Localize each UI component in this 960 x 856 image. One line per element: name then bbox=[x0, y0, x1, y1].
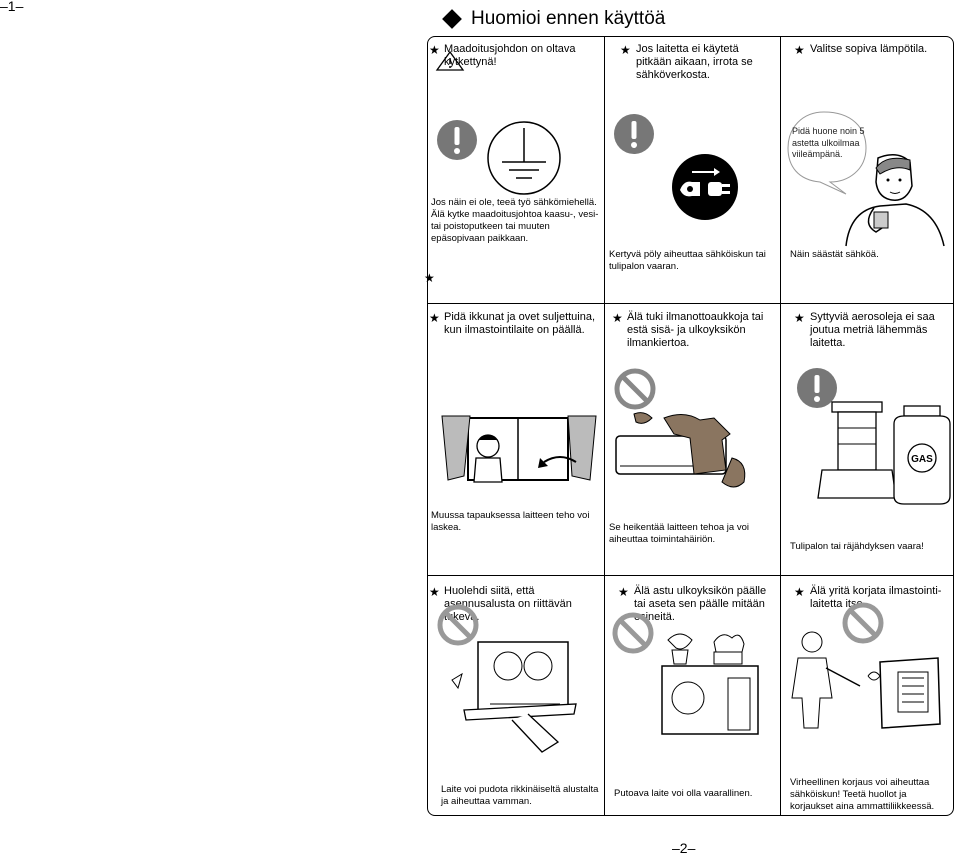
safety-grid bbox=[427, 36, 954, 816]
exclamation-circle-icon bbox=[614, 114, 654, 154]
panel-4-caption: Muussa tapauksessa laitteen teho voi las… bbox=[431, 510, 590, 533]
grid-divider-h1 bbox=[427, 303, 954, 304]
panel-6-heading: Syttyviä aerosoleja ei saa joutua metriä… bbox=[810, 311, 935, 349]
panel-8-heading: Älä astu ulkoyksikön päälle tai aseta se… bbox=[634, 585, 767, 623]
objects-on-outdoor-unit-illustration bbox=[661, 633, 759, 735]
person-illustration bbox=[845, 154, 945, 247]
star-icon: ★ bbox=[429, 585, 440, 599]
broken-stand-illustration bbox=[451, 641, 577, 753]
warning-triangle-icon bbox=[435, 50, 465, 71]
star-icon: ★ bbox=[429, 43, 440, 57]
panel-1-heading: Maadoitusjohdon on oltava kytkettynä! bbox=[444, 43, 576, 68]
star-icon: ★ bbox=[794, 585, 805, 599]
grid-divider-h2 bbox=[427, 575, 954, 576]
page-number-top: –1– bbox=[0, 0, 24, 14]
unplug-icon bbox=[672, 154, 738, 220]
star-icon: ★ bbox=[612, 311, 623, 325]
panel-8-caption: Putoava laite voi olla vaarallinen. bbox=[614, 788, 753, 799]
panel-2-heading: Jos laitetta ei käytetä pitkään aikaan, … bbox=[636, 43, 753, 81]
star-icon: ★ bbox=[424, 271, 435, 285]
panel-3-caption: Näin säästät sähköä. bbox=[790, 249, 879, 260]
grid-divider-v2 bbox=[780, 36, 781, 816]
gas-label: GAS bbox=[911, 454, 933, 465]
panel-9-heading: Älä yritä korjata ilmastointi-laitetta i… bbox=[810, 585, 942, 610]
panel-3-bubble-text: Pidä huone noin 5 astetta ulkoilmaa viil… bbox=[792, 126, 865, 159]
section-header: Huomioi ennen käyttöä bbox=[442, 8, 666, 30]
heater-and-gas-tank-illustration: GAS bbox=[817, 401, 951, 505]
page-number-bottom: –2– bbox=[672, 840, 696, 856]
star-icon: ★ bbox=[620, 43, 631, 57]
page-title: Huomioi ennen käyttöä bbox=[471, 8, 666, 29]
star-icon: ★ bbox=[618, 585, 629, 599]
star-icon: ★ bbox=[794, 43, 805, 57]
panel-9-caption: Virheellinen korjaus voi aiheuttaa sähkö… bbox=[790, 777, 935, 812]
prohibition-circle-icon bbox=[437, 604, 479, 646]
diamond-bullet-icon bbox=[442, 9, 462, 29]
star-icon: ★ bbox=[429, 311, 440, 325]
prohibition-circle-icon bbox=[842, 602, 884, 644]
panel-5-heading: Älä tuki ilmanottoaukkoja tai estä sisä-… bbox=[627, 311, 764, 349]
ground-symbol-icon bbox=[487, 121, 561, 195]
panel-7-heading: Huolehdi siitä, että asennusalusta on ri… bbox=[444, 585, 572, 623]
prohibition-circle-icon bbox=[612, 612, 654, 654]
grid-divider-v1 bbox=[604, 36, 605, 816]
exclamation-circle-icon bbox=[437, 120, 477, 160]
panel-2-caption: Kertyvä pöly aiheuttaa sähköiskun tai tu… bbox=[609, 249, 766, 272]
panel-7-caption: Laite voi pudota rikkinäiseltä alustalta… bbox=[441, 784, 599, 807]
panel-1-caption: Jos näin ei ole, teeä työ sähkömiehellä.… bbox=[431, 197, 599, 244]
panel-6-caption: Tulipalon tai räjähdyksen vaara! bbox=[790, 541, 924, 552]
person-repairing-unit-illustration bbox=[791, 631, 941, 729]
open-window-illustration bbox=[441, 415, 597, 483]
star-icon: ★ bbox=[794, 311, 805, 325]
speech-bubble-icon bbox=[787, 111, 867, 195]
prohibition-circle-icon bbox=[614, 368, 656, 410]
blocked-air-conditioner-illustration bbox=[615, 412, 746, 488]
panel-3-heading: Valitse sopiva lämpötila. bbox=[810, 43, 928, 55]
panel-4-heading: Pidä ikkunat ja ovet suljettuina, kun il… bbox=[444, 311, 596, 336]
exclamation-circle-icon bbox=[797, 368, 837, 408]
panel-5-caption: Se heikentää laitteen tehoa ja voi aiheu… bbox=[609, 522, 749, 545]
